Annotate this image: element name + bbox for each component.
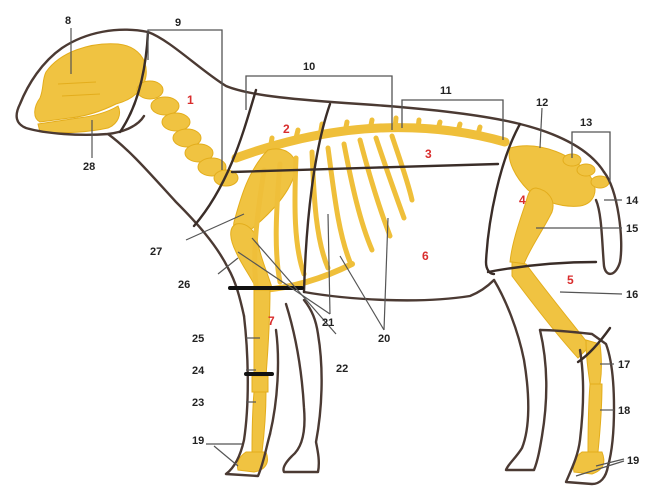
region-label-7: 7 [268, 314, 275, 328]
radius-bone [254, 290, 270, 376]
scapula-bone [234, 149, 296, 234]
callout-label-25: 25 [192, 333, 204, 345]
callout-label-14: 14 [626, 195, 639, 207]
callout-label-24: 24 [192, 365, 205, 377]
front-leg-far-outline [283, 300, 321, 472]
hind-hoof-bones [573, 452, 603, 474]
callout-label-17: 17 [618, 359, 630, 371]
callout-label-27: 27 [150, 246, 162, 258]
region-label-6: 6 [422, 249, 429, 263]
callout-label-11: 11 [440, 85, 452, 97]
region-label-3: 3 [425, 147, 432, 161]
hind-cannon-bone [588, 384, 602, 452]
callout-label-12: 12 [536, 97, 548, 109]
humerus-bone [231, 224, 272, 292]
front-cannon-bone [252, 392, 266, 452]
carpus-bone [252, 376, 268, 392]
region-label-2: 2 [283, 122, 290, 136]
callout-label-21: 21 [322, 317, 334, 329]
femur-bone [510, 188, 553, 264]
callout-label-13: 13 [580, 117, 592, 129]
callout-label-10: 10 [303, 61, 315, 73]
leg-cut-line [488, 262, 596, 272]
callout-label-8: 8 [65, 15, 71, 27]
callout-label-9: 9 [175, 17, 181, 29]
callout-label-16: 16 [626, 289, 638, 301]
callout-label-20: 20 [378, 333, 390, 345]
region-label-1: 1 [187, 93, 194, 107]
tibia-bone [512, 262, 590, 358]
callout-label-23: 23 [192, 397, 204, 409]
callout-label-26: 26 [178, 279, 190, 291]
callout-label-15: 15 [626, 223, 638, 235]
region-label-5: 5 [567, 273, 574, 287]
callout-label-18: 18 [618, 405, 630, 417]
belly-outline [304, 280, 494, 300]
callout-label-22: 22 [336, 363, 348, 375]
callout-label-19-front: 19 [192, 435, 204, 447]
skeleton [35, 44, 609, 474]
callout-label-19-hind: 19 [627, 455, 639, 467]
region-label-4: 4 [519, 193, 526, 207]
callout-label-28: 28 [83, 161, 95, 173]
